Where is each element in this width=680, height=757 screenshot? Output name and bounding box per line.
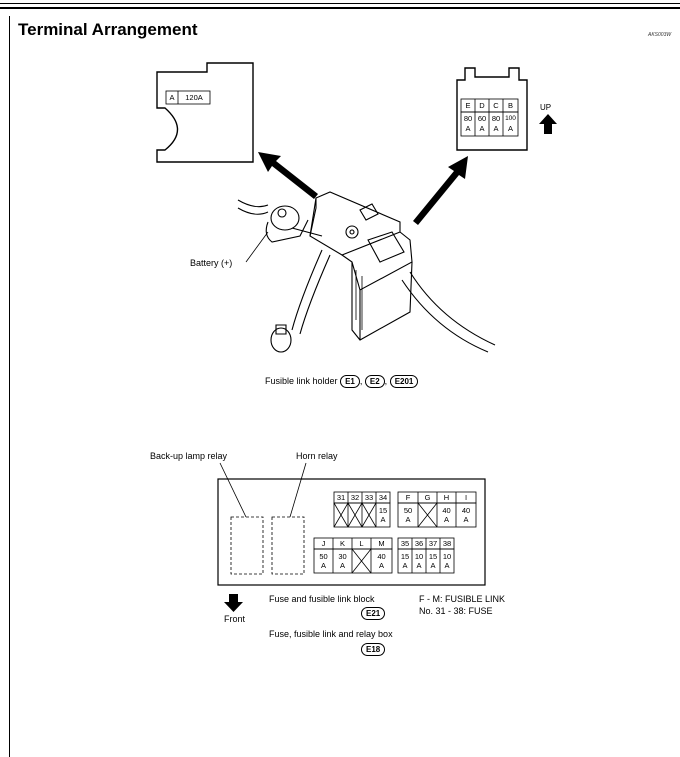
connector-e1: E1 [340,375,360,388]
fuse-33: 33 [364,493,374,502]
link-k: K [339,539,345,548]
left-holder-label-box [165,90,211,105]
fuse-grid-31-34 [333,491,391,528]
legend-fusible-link: F - M: FUSIBLE LINK [419,594,506,604]
holder-caption: Fusible link holder [265,376,338,386]
fuse-34-value: 15 [378,506,388,515]
left-holder-amp: 120A [185,93,203,102]
fuse-36: 36 [414,539,424,548]
right-holder-outline [456,67,528,151]
link-f-value: 50 [403,506,413,515]
fuse-35-unit: A [402,561,408,570]
fuse-37: 37 [428,539,438,548]
connector-e21: E21 [361,607,386,620]
link-j: J [321,539,326,548]
box-label: Fuse, fusible link and relay box [269,629,393,639]
fuse-31: 31 [336,493,346,502]
horn-relay [271,516,305,575]
battery-leader [245,231,269,263]
battery-sketch [237,191,496,353]
connector-e2: E2 [364,375,385,388]
link-g: G [424,493,431,502]
arrow-to-left-holder [258,152,318,199]
fuse-block-outline [217,478,486,586]
page-title: Terminal Arrangement [18,20,198,39]
figure-code: AKS003W [648,32,672,38]
link-f: F [405,493,411,502]
link-h-unit: A [443,515,449,524]
link-e: E [465,101,471,110]
link-i-value: 40 [461,506,471,515]
backup-lamp-relay-label: Back-up lamp relay [150,451,228,461]
link-i: I [464,493,468,502]
horn-relay-leader [289,462,307,518]
fuse-37-unit: A [430,561,436,570]
backup-relay-leader [219,462,247,518]
header-rule [0,0,680,14]
link-c: C [493,101,499,110]
up-label: UP [540,103,552,112]
link-c-amp: 80 [491,114,501,123]
fuse-34: 34 [378,493,388,502]
link-h-value: 40 [442,506,451,515]
box-connector-wrap: E18 [361,643,386,656]
right-holder-grid [460,98,519,137]
link-h: H [443,493,450,502]
backup-lamp-relay [230,516,264,575]
fuse-34-unit: A [380,515,386,524]
fuse-grid-35-38 [397,537,455,574]
fuse-38-value: 10 [442,552,452,561]
link-grid-f-i [397,491,477,528]
arrow-to-right-holder [413,156,468,225]
fuse-35: 35 [400,539,410,548]
front-label: Front [224,614,246,624]
connector-e201: E201 [389,375,419,388]
front-arrow-icon [224,594,243,612]
link-m: M [378,539,385,548]
fuse-35-value: 15 [400,552,410,561]
legend-fuse: No. 31 - 38: FUSE [419,606,493,616]
left-holder-a: A [169,93,175,102]
link-e-unit: A [465,124,471,133]
link-b-unit: A [507,124,513,133]
block-connector-wrap: E21 [361,607,386,620]
link-grid-j-m [313,537,393,574]
link-b-amp: 100 [505,115,516,122]
link-i-unit: A [463,515,469,524]
link-m-unit: A [378,561,384,570]
fuse-36-value: 10 [414,552,424,561]
block-label: Fuse and fusible link block [269,594,375,604]
link-b: B [507,101,513,110]
link-d: D [479,101,485,110]
link-d-amp: 60 [477,114,487,123]
link-c-unit: A [493,124,499,133]
up-arrow-icon [539,114,557,134]
frame-border [9,16,10,757]
fuse-38-unit: A [444,561,450,570]
battery-label: Battery (+) [190,258,233,268]
holder-caption-row: Fusible link holder E1, E2, E201 [265,375,419,388]
fuse-32: 32 [350,493,360,502]
fuse-37-value: 15 [428,552,438,561]
link-d-unit: A [479,124,485,133]
link-k-value: 30 [338,552,347,561]
horn-relay-label: Horn relay [296,451,338,461]
left-holder-outline [156,62,254,163]
connector-e18: E18 [361,643,386,656]
link-j-unit: A [320,561,326,570]
link-m-value: 40 [377,552,386,561]
link-e-amp: 80 [463,114,473,123]
link-f-unit: A [405,515,411,524]
link-l: L [359,539,364,548]
link-j-value: 50 [319,552,328,561]
fuse-38: 38 [442,539,452,548]
link-k-unit: A [339,561,345,570]
fuse-36-unit: A [416,561,422,570]
